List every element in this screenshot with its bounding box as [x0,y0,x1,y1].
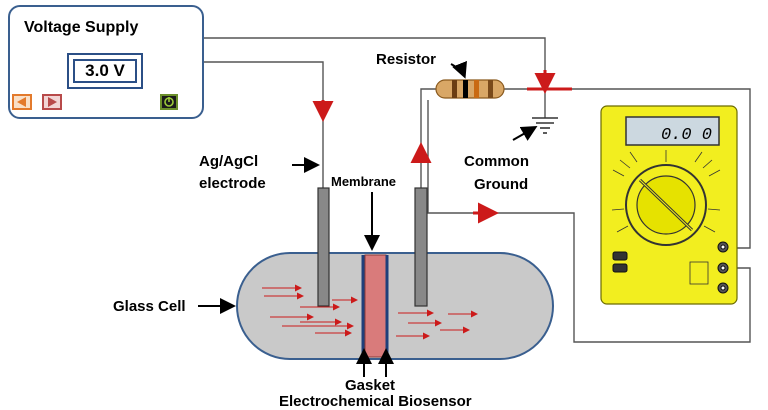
electrode-label-line2: electrode [199,175,266,192]
increase-voltage-button[interactable] [42,94,62,110]
power-icon [164,97,174,107]
multimeter: 0.0 0 [600,105,738,305]
biosensor-electrode [414,187,428,307]
ground-label-line1: Common [464,153,529,170]
agagcl-electrode [317,187,330,307]
resistor [435,79,505,99]
multimeter-jacks [612,241,729,294]
gasket-label: Gasket [345,377,395,394]
voltage-value: 3.0 V [73,59,137,83]
multimeter-screen [625,116,720,146]
current-arrows [312,70,572,224]
membrane [364,254,387,358]
decrease-voltage-button[interactable] [12,94,32,110]
biosensor-label: Electrochemical Biosensor [279,393,472,410]
voltage-display: 3.0 V [67,53,143,89]
wire-biosensor-electrode [420,88,438,190]
label-pointers [198,60,538,377]
chevron-right-icon [48,97,57,107]
ground-symbol [532,117,558,134]
wire-supply-electrode [204,61,324,190]
electrodes [317,187,428,307]
membrane-label: Membrane [331,174,396,189]
ion-flux-arrows [262,284,478,340]
glass-cell-label: Glass Cell [113,298,186,315]
voltage-supply-panel: Voltage Supply 3.0 V [8,5,204,119]
glass-cell [236,252,554,360]
chevron-left-icon [17,97,26,107]
ground-label-line2: Ground [474,176,528,193]
wire-meter-return [427,100,751,343]
multimeter-reading: 0.0 0 [661,126,712,145]
power-button[interactable] [160,94,178,110]
resistor-label: Resistor [376,51,436,68]
wire-node-meter [545,88,751,249]
electrode-label-line1: Ag/AgCl [199,153,258,170]
voltage-supply-title: Voltage Supply [24,19,139,36]
